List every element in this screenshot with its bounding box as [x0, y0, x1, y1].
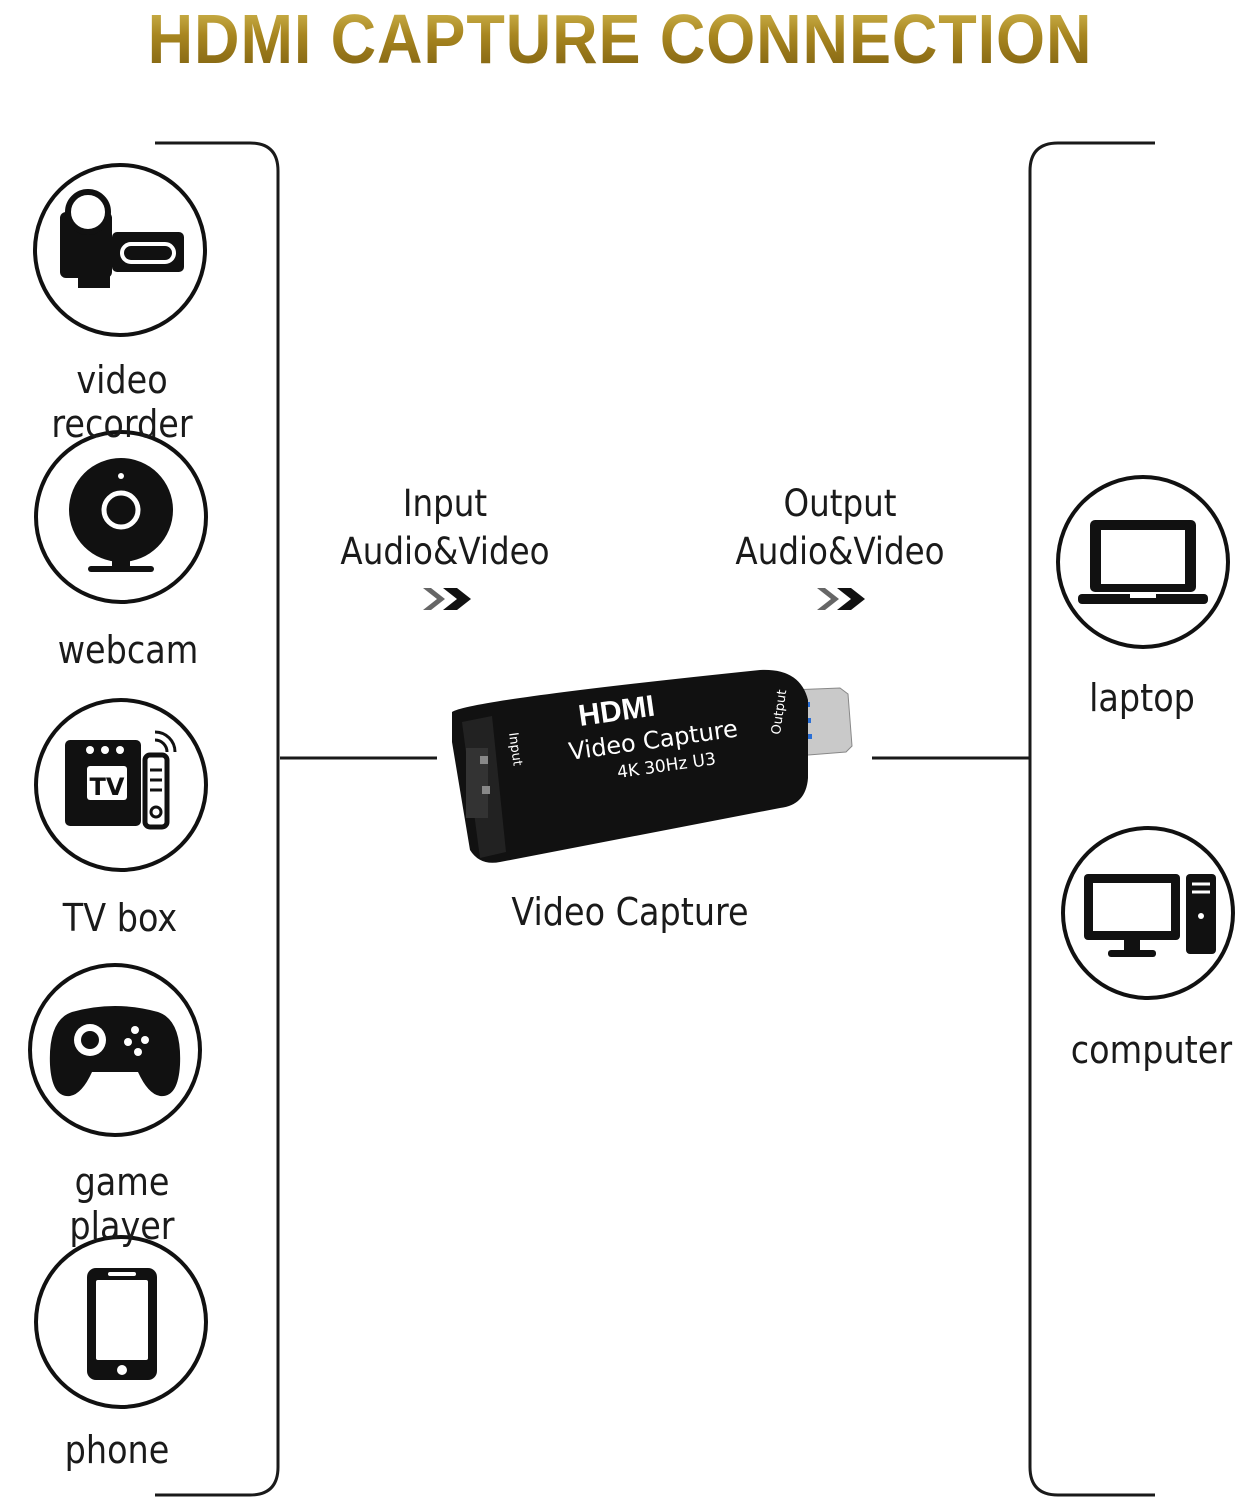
- gamepad-icon: [28, 963, 202, 1137]
- left-bracket: [155, 141, 280, 1497]
- input-header: Input Audio&Video: [335, 480, 555, 576]
- output-header: Output Audio&Video: [730, 480, 950, 576]
- output-header-line2: Audio&Video: [735, 530, 945, 573]
- source-label-tv-box: TV box: [62, 896, 178, 940]
- tv-box-icon: TV: [34, 698, 208, 872]
- destination-label-laptop: laptop: [1089, 676, 1195, 720]
- capture-device-illustration: HDMI Video Capture 4K 30Hz U3 Input Outp…: [452, 669, 853, 863]
- page-title: HDMI CAPTURE CONNECTION GUIDE: [62, 0, 1178, 156]
- source-label-phone: phone: [64, 1428, 170, 1472]
- input-header-line1: Input: [402, 482, 488, 525]
- phone-icon: [34, 1235, 208, 1409]
- output-arrow-icon: [817, 588, 865, 610]
- webcam-icon: [34, 430, 208, 604]
- source-label-video-recorder: video recorder: [51, 358, 193, 446]
- output-header-line1: Output: [783, 482, 897, 525]
- input-arrow-icon: [423, 588, 471, 610]
- right-bracket: [1028, 141, 1155, 1497]
- source-label-game-player: game player: [69, 1160, 175, 1248]
- laptop-icon: [1056, 475, 1230, 649]
- device-port-output: Output: [769, 689, 790, 736]
- video-recorder-icon: [33, 163, 207, 337]
- device-port-input: Input: [505, 731, 525, 766]
- tv-icon-text: TV: [90, 773, 125, 801]
- source-label-webcam: webcam: [57, 628, 199, 672]
- computer-icon: [1061, 826, 1235, 1000]
- input-header-line2: Audio&Video: [340, 530, 550, 573]
- destination-label-computer: computer: [1070, 1028, 1233, 1072]
- device-caption: Video Capture: [511, 890, 749, 934]
